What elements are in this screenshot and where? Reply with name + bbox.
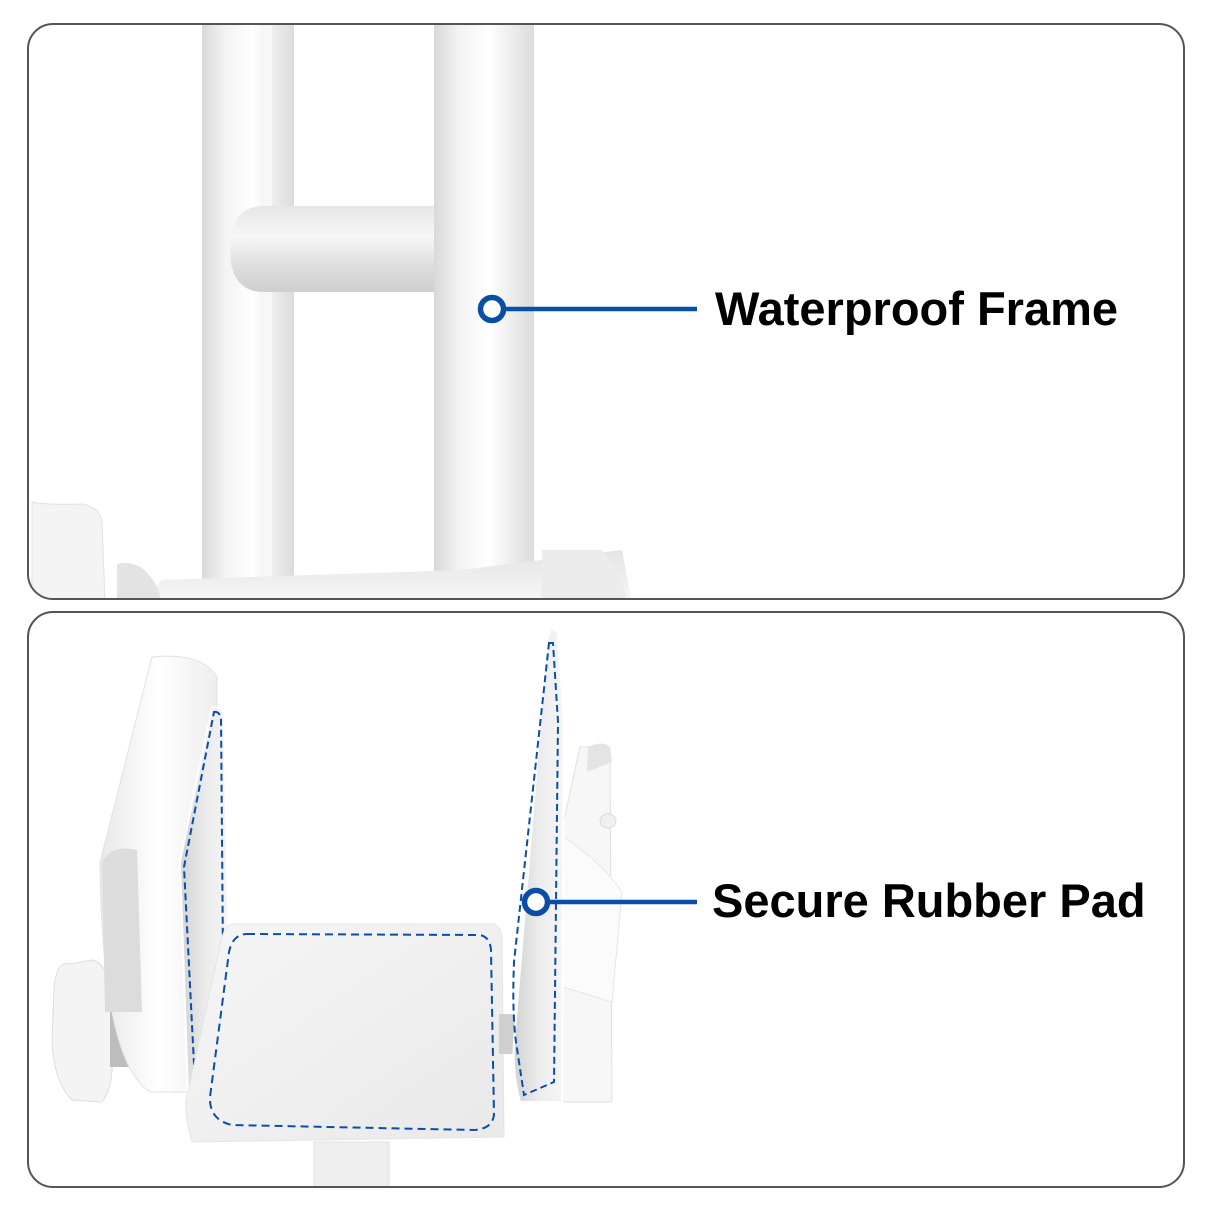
hinge-rivet-icon [599, 813, 617, 829]
left-frame-tube [202, 25, 294, 582]
callout-pointer [521, 887, 697, 917]
pad-illustration [51, 625, 623, 1186]
frame-crossbar [230, 206, 438, 292]
pad-label: Secure Rubber Pad [712, 874, 1146, 927]
callout-marker-icon [477, 294, 507, 324]
frame-label: Waterproof Frame [715, 282, 1119, 335]
rubber-pad-outline [512, 642, 560, 1097]
callout-pointer [477, 294, 697, 324]
frame-feature-panel: Waterproof Frame [27, 23, 1185, 600]
seat-pad-outline [208, 932, 496, 1132]
pad-feature-panel: Secure Rubber Pad [27, 611, 1185, 1188]
callout-marker-icon [521, 887, 551, 917]
frame-illustration [31, 25, 632, 598]
